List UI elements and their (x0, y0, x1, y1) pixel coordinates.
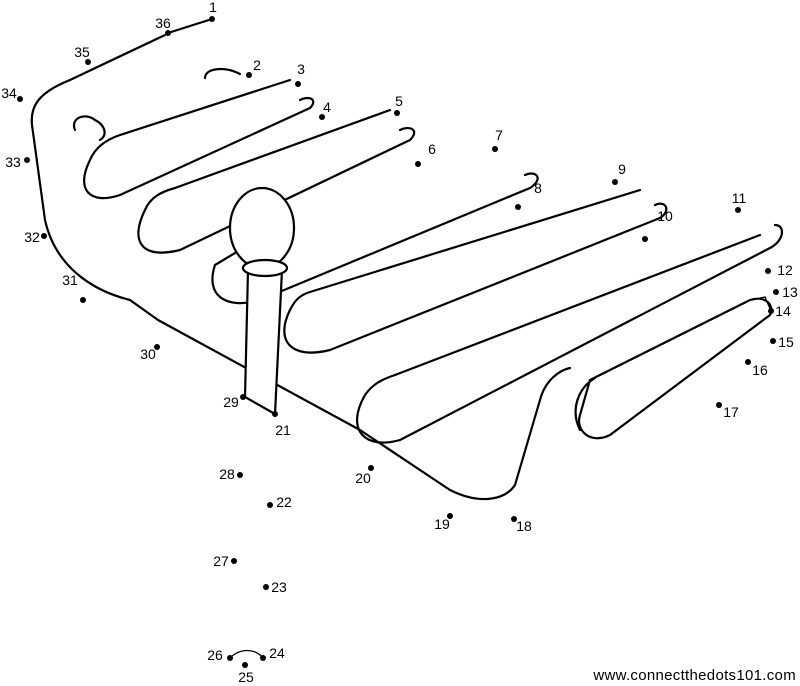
peg-left (72, 115, 106, 142)
frame-top-tip (166, 17, 214, 35)
dot-label-34: 34 (1, 85, 17, 101)
dot-2 (246, 72, 252, 78)
handle-collar (241, 258, 289, 278)
dot-label-2: 2 (253, 57, 261, 73)
dot-13 (773, 289, 779, 295)
dot-20 (368, 465, 374, 471)
dot-label-32: 32 (24, 229, 40, 245)
dot-label-36: 36 (155, 15, 171, 31)
dot-label-26: 26 (207, 647, 223, 663)
dot-label-29: 29 (223, 394, 239, 410)
dot-25 (242, 662, 248, 668)
dot-label-8: 8 (534, 180, 542, 196)
dot-21 (272, 411, 278, 417)
frame-bottom-edge (128, 298, 572, 501)
dot-10 (642, 236, 648, 242)
dot-label-22: 22 (276, 494, 292, 510)
dot-3 (295, 81, 301, 87)
dot-label-12: 12 (777, 262, 793, 278)
segment-13-14 (751, 296, 772, 312)
dot-label-31: 31 (62, 272, 78, 288)
dot-label-24: 24 (269, 645, 285, 661)
dot-label-18: 18 (516, 518, 532, 534)
dot-label-9: 9 (618, 161, 626, 177)
dot-label-10: 10 (657, 208, 673, 224)
rung-2 (137, 108, 416, 254)
dot-27 (231, 558, 237, 564)
dot-label-27: 27 (213, 553, 229, 569)
segment-24-26 (229, 649, 264, 659)
dot-29 (240, 394, 246, 400)
dot-18 (511, 516, 517, 522)
peg-top (203, 68, 242, 80)
roller-end (574, 376, 597, 432)
dot-label-33: 33 (5, 154, 21, 170)
dot-17 (716, 402, 722, 408)
dot-16 (745, 359, 751, 365)
dot-label-16: 16 (752, 362, 768, 378)
dot-label-11: 11 (732, 190, 747, 206)
dot-label-1: 1 (209, 0, 217, 15)
handle-knob (228, 186, 296, 270)
rung-5 (355, 223, 783, 444)
dot-30 (154, 344, 160, 350)
dot-34 (17, 96, 23, 102)
dot-label-3: 3 (297, 61, 305, 77)
dot-label-25: 25 (238, 669, 254, 685)
dot-19 (447, 513, 453, 519)
dot-7 (492, 146, 498, 152)
dot-label-5: 5 (395, 93, 403, 109)
dot-label-21: 21 (275, 422, 291, 438)
dot-4 (319, 114, 325, 120)
dot-12 (765, 268, 771, 274)
roller (577, 297, 773, 440)
dot-24 (260, 655, 266, 661)
dot-label-15: 15 (778, 334, 794, 350)
dot-label-7: 7 (495, 127, 503, 143)
dot-15 (770, 338, 776, 344)
dot-26 (227, 655, 233, 661)
handle-stick (243, 268, 284, 416)
dot-label-14: 14 (775, 303, 791, 319)
dot-23 (263, 584, 269, 590)
dot-label-23: 23 (271, 579, 287, 595)
dot-label-13: 13 (782, 284, 798, 300)
dot-label-6: 6 (428, 141, 436, 157)
dot-14 (768, 308, 774, 314)
frame-left-edge (30, 78, 132, 302)
website-footer: www.connectthedots101.com (593, 667, 796, 684)
partial-outline (30, 17, 783, 659)
dot-31 (80, 297, 86, 303)
dot-33 (24, 157, 30, 163)
rung-1 (83, 78, 315, 200)
dot-label-20: 20 (355, 470, 371, 486)
dot-1 (209, 16, 215, 22)
dot-11 (735, 207, 741, 213)
dot-label-19: 19 (434, 516, 450, 532)
frame-top-edge (68, 33, 167, 82)
dot-label-35: 35 (74, 44, 90, 60)
dot-8 (515, 204, 521, 210)
dot-35 (85, 59, 91, 65)
dot-5 (394, 110, 400, 116)
dot-label-4: 4 (323, 99, 331, 115)
dot-label-17: 17 (723, 404, 739, 420)
dot-6 (415, 161, 421, 167)
dot-22 (267, 502, 273, 508)
dot-28 (237, 472, 243, 478)
dot-9 (612, 179, 618, 185)
dot-36 (165, 30, 171, 36)
dot-label-30: 30 (140, 346, 156, 362)
dot-32 (41, 233, 47, 239)
dot-label-28: 28 (219, 466, 235, 482)
rung-4 (283, 188, 668, 354)
